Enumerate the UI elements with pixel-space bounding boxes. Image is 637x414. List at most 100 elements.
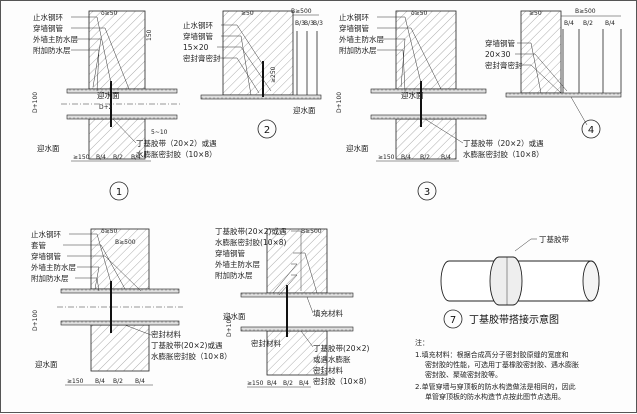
label-water-face-b: 迎水面 bbox=[37, 143, 60, 153]
label-d2-ring: 止水钢环 bbox=[183, 20, 213, 30]
dim-d4-b4a: B/4 bbox=[564, 20, 574, 27]
label-d6-face: 迎水面 bbox=[223, 311, 246, 321]
label-d3-face-a: 迎水面 bbox=[401, 90, 424, 100]
detail-2-marker bbox=[257, 119, 277, 139]
d4-labels: 穿墙钢管 20×30 密封膏密封 bbox=[485, 38, 568, 94]
detail-4-number: 4 bbox=[588, 125, 594, 136]
label-d6-extra: 附加防水层 bbox=[215, 270, 253, 280]
label-d5-ring: 止水钢环 bbox=[31, 229, 61, 239]
dim-d3-delta: δ≥50 bbox=[411, 10, 428, 17]
dim-d6-b150: ≥150 bbox=[247, 380, 264, 387]
detail-3: 止水钢环 穿墙钢管 外墙主防水层 附加防水层 δ≥50 D+100 迎水面 丁基… bbox=[336, 10, 544, 201]
dim-d2-b3c: B/3 bbox=[313, 20, 323, 27]
detail-5: 止水钢环 套管 穿墙钢管 外墙主防水层 附加防水层 δ≥50 B≥500 D+1… bbox=[31, 228, 232, 386]
dim-d6-b4a: B/4 bbox=[267, 380, 277, 387]
detail-7-marker bbox=[443, 309, 463, 329]
label-d3-ring: 止水钢环 bbox=[339, 12, 369, 22]
pipe-top-wall bbox=[66, 88, 178, 94]
wall-d3-lower bbox=[395, 118, 457, 160]
note-1a: 1.填充材料：根据合成高分子密封胶原缝的宽度和 bbox=[415, 350, 569, 359]
dim-d5-delta: δ≥50 bbox=[101, 228, 118, 235]
detail-7: 丁基胶带 7 丁基胶带搭接示意图 bbox=[440, 234, 600, 329]
dim-d100: D+100 bbox=[32, 92, 39, 113]
detail-6: 丁基胶带(20×2)或遇 水膨胀密封胶(10×8) 穿墙钢管 外墙主防水层 附加… bbox=[215, 226, 371, 388]
label-water-face-a: 迎水面 bbox=[97, 90, 120, 100]
label-d2-seal: 密封膏密封 bbox=[183, 53, 221, 63]
label-tape-2: 水膨胀密封胶（10×8） bbox=[136, 149, 217, 159]
pipe-d3-top bbox=[370, 88, 487, 94]
label-d5-main: 外墙主防水层 bbox=[31, 262, 76, 272]
label-d5-pipe: 穿墙钢管 bbox=[31, 251, 61, 261]
dim-d3-d100: D+100 bbox=[336, 92, 343, 113]
pipe-d3-bottom bbox=[370, 114, 487, 120]
label-d6-sealant: 密封胶（10×8） bbox=[313, 376, 371, 386]
d2-labels: 止水钢环 穿墙钢管 15×20 密封膏密封 bbox=[183, 20, 272, 96]
pipe-d6-bottom bbox=[240, 326, 354, 332]
note-2b: 单管穿顶板的防水构造节点按此图节点选用。 bbox=[425, 392, 565, 401]
d3-labels: 止水钢环 穿墙钢管 外墙主防水层 附加防水层 bbox=[339, 12, 442, 92]
label-wall-pipe: 穿墙钢管 bbox=[33, 23, 63, 33]
label-d3-main: 外墙主防水层 bbox=[339, 34, 384, 44]
dim-d5-b2: B/2 bbox=[113, 378, 123, 385]
wall-d3-upper bbox=[395, 10, 457, 90]
label-d6-seal-mat: 密封材料 bbox=[251, 338, 281, 348]
label-main-waterproof: 外墙主防水层 bbox=[33, 34, 78, 44]
d5-labels: 止水钢环 套管 穿墙钢管 外墙主防水层 附加防水层 bbox=[31, 229, 142, 292]
dim-d6-b4b: B/4 bbox=[299, 380, 309, 387]
dim-d2-250: ≥250 bbox=[270, 66, 277, 83]
detail-4-marker bbox=[581, 119, 601, 139]
label-d5-seal-mat: 密封材料 bbox=[151, 329, 181, 339]
label-water-stop-ring: 止水钢环 bbox=[33, 12, 63, 22]
label-d3-pipe: 穿墙钢管 bbox=[339, 23, 369, 33]
dim-d4-b500: B≥500 bbox=[575, 8, 596, 15]
label-d5-tape-2: 水膨胀密封胶（10×8） bbox=[151, 351, 232, 361]
notes-head: 注： bbox=[415, 338, 429, 347]
label-d6-tape-2: 水膨胀密封胶(10×8) bbox=[215, 237, 287, 247]
note-1b: 密封胶的性能，可选用丁基橡胶密封胶、遇水膨胀 bbox=[425, 360, 579, 369]
dim-d3-b2: B/2 bbox=[420, 154, 430, 161]
tape-band bbox=[489, 256, 523, 306]
label-tape: 丁基胶带（20×2）或遇 bbox=[136, 138, 217, 148]
detail-7-title: 丁基胶带搭接示意图 bbox=[469, 313, 559, 326]
dim-d2-b500: B≥500 bbox=[291, 8, 312, 15]
dim-d3-b150: ≥150 bbox=[378, 154, 395, 161]
label-d3-face-b: 迎水面 bbox=[346, 143, 369, 153]
dim-d4-b4b: B/4 bbox=[605, 20, 615, 27]
detail-2: 止水钢环 穿墙钢管 15×20 密封膏密封 ≥50 B≥500 B/3 B/3 … bbox=[183, 8, 323, 139]
label-d6-seal-mat-2: 密封材料 bbox=[313, 365, 343, 375]
dim-b-150: ≥150 bbox=[73, 154, 90, 161]
wall-d4 bbox=[520, 10, 562, 94]
dim-delta: δ≥50 bbox=[101, 10, 118, 17]
label-d2-15x20: 15×20 bbox=[183, 43, 209, 52]
detail-4: 穿墙钢管 20×30 密封膏密封 ≥50 B≥500 B/4 B/2 B/4 4 bbox=[485, 8, 622, 139]
label-d6-main: 外墙主防水层 bbox=[215, 259, 260, 269]
dim-d5-b4a: B/4 bbox=[95, 378, 105, 385]
dim-d2-b3a: B/3 bbox=[295, 20, 305, 27]
dim-d3-b4b: B/4 bbox=[441, 154, 451, 161]
dim-d2: D+2 bbox=[99, 104, 113, 111]
label-d6-pipe: 穿墙钢管 bbox=[215, 248, 245, 258]
label-d4-20x30: 20×30 bbox=[485, 50, 511, 59]
dim-d6-b500: B≥500 bbox=[301, 228, 322, 235]
dim-b-b4b: B/4 bbox=[131, 154, 141, 161]
dim-d3-b4a: B/4 bbox=[401, 154, 411, 161]
pipe-d5-top bbox=[60, 288, 180, 294]
label-d3-tape: 丁基胶带（20×2）或遇 bbox=[463, 138, 544, 148]
dim-d6-b2: B/2 bbox=[283, 380, 293, 387]
dim-d5-b150: ≥150 bbox=[67, 378, 84, 385]
dim-d4-50: ≥50 bbox=[529, 10, 542, 17]
wall-d2 bbox=[222, 10, 294, 96]
detail-1: 止水钢环 穿墙钢管 外墙主防水层 附加防水层 δ≥50 150 D+100 D+… bbox=[32, 10, 217, 201]
label-d6-fill: 填充材料 bbox=[313, 308, 343, 318]
dim-d5-b500: B≥500 bbox=[115, 239, 136, 246]
dim-b-b4a: B/4 bbox=[96, 154, 106, 161]
label-d3-extra: 附加防水层 bbox=[339, 45, 377, 55]
detail-1-number: 1 bbox=[116, 187, 122, 198]
d6-labels: 丁基胶带(20×2)或遇 水膨胀密封胶(10×8) 穿墙钢管 外墙主防水层 附加… bbox=[215, 226, 318, 296]
label-d3-tape-2: 水膨胀密封胶（10×8） bbox=[463, 149, 544, 159]
dim-d4-b2: B/2 bbox=[583, 20, 593, 27]
wall-d5-upper bbox=[90, 228, 150, 290]
wall-lower bbox=[88, 118, 146, 160]
label-d5-tape: 丁基胶带(20×2)或遇 bbox=[151, 340, 223, 350]
